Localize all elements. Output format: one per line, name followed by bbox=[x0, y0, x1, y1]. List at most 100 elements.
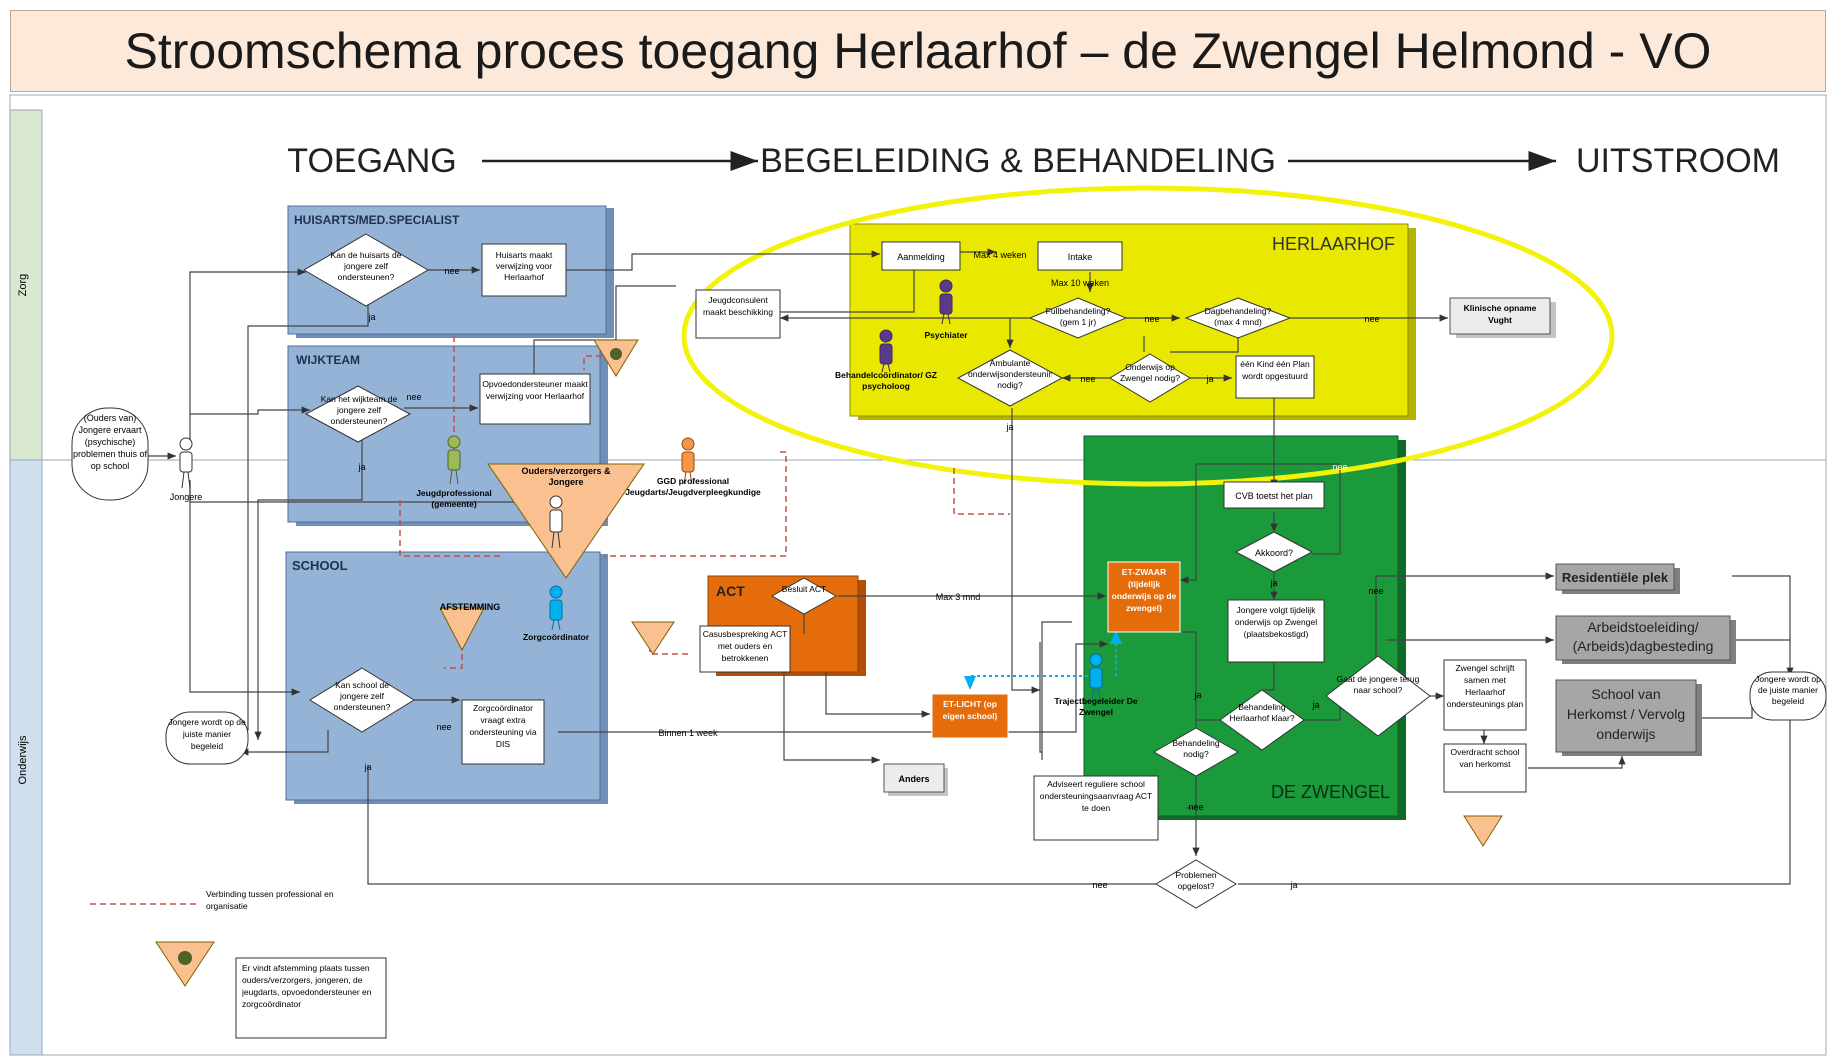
group-huisarts-label: HUISARTS/MED.SPECIALIST bbox=[294, 213, 460, 227]
group-school-label: SCHOOL bbox=[292, 558, 348, 573]
decision-besluit-act bbox=[770, 577, 838, 615]
afstemming-triangle-school bbox=[439, 607, 485, 652]
node-adviseert-label: Adviseert reguliere school ondersteuning… bbox=[1039, 779, 1153, 813]
node-opvoed-label: Opvoedondersteuner maakt verwijzing voor… bbox=[482, 379, 588, 401]
edge-ambulant-ja bbox=[1011, 408, 1040, 694]
edge-overdracht-herkomst bbox=[1528, 756, 1626, 769]
decision-opgelost-label: Problemen opgelost? bbox=[1175, 870, 1217, 891]
edge-label-ja-beh: ja bbox=[1193, 690, 1201, 700]
node-adviseert bbox=[1033, 775, 1159, 841]
psychiater-label: Psychiater bbox=[925, 330, 969, 340]
ouders-triangle bbox=[487, 463, 645, 579]
edge-jongere-wijkteam bbox=[190, 406, 310, 415]
jeugdprof-person-icon bbox=[447, 435, 461, 485]
edge-wijkteam-ja bbox=[254, 440, 363, 740]
node-verwijzing-huisarts bbox=[481, 243, 567, 297]
node-aanmelding-label: Aanmelding bbox=[897, 252, 945, 262]
edge-dag-ja bbox=[1170, 336, 1239, 353]
node-residentieel bbox=[1555, 563, 1675, 591]
edge-jongere-huisarts bbox=[189, 268, 306, 440]
link-wijk-ouders bbox=[399, 500, 500, 557]
edge-label-max4weken: Max 4 weken bbox=[973, 250, 1026, 260]
group-zwengel-label: DE ZWENGEL bbox=[1271, 782, 1390, 802]
node-eind bbox=[1749, 671, 1827, 721]
jeugdprof-label: Jeugdprofessional (gemeente) bbox=[416, 488, 492, 509]
node-klinisch-label: Klinische opname Vught bbox=[1463, 303, 1537, 325]
link-traject-etlicht bbox=[964, 675, 1094, 690]
legend-afstemming-label: Er vindt afstemming plaats tussen ouders… bbox=[242, 963, 372, 1009]
edge-akkoord-nee bbox=[1180, 463, 1341, 584]
node-cvb-label: CVB toetst het plan bbox=[1235, 491, 1313, 501]
link-opvoed-afstem bbox=[583, 355, 602, 370]
decision-huisarts-label: Kan de huisarts de jongere zelf onderste… bbox=[330, 250, 402, 282]
decision-wijkteam-label: Kan het wijkteam de jongere zelf onderst… bbox=[320, 394, 398, 426]
decision-school-label: Kan school de jongere zelf ondersteunen? bbox=[333, 680, 391, 712]
decision-ambulant-label: Ambulante onderwijsondersteuning nodig? bbox=[968, 358, 1052, 390]
edge-terug-nee-residentieel bbox=[1375, 572, 1554, 660]
edge-opgelost-ja bbox=[1238, 696, 1794, 885]
link-ggd-ouders bbox=[604, 451, 787, 557]
behandelcoord-person-icon bbox=[879, 329, 893, 373]
node-school-herkomst bbox=[1555, 679, 1697, 753]
legend-verbinding-label: Verbinding tussen professional en organi… bbox=[206, 889, 334, 911]
node-overdracht-label: Overdracht school van herkomst bbox=[1450, 747, 1520, 769]
node-jongere-begeleid-label: Jongere wordt op de juiste manier begele… bbox=[168, 717, 246, 751]
edge-label-ja-s: ja bbox=[363, 762, 371, 772]
node-zwengel-schrijft bbox=[1443, 659, 1527, 731]
lane-header-zorg bbox=[9, 109, 43, 461]
edge-label-nee-3: nee bbox=[1080, 374, 1095, 384]
start-oval bbox=[71, 407, 149, 501]
decision-gaat-terug bbox=[1325, 655, 1431, 737]
decision-beh-klaar-label: Behandeling Herlaarhof klaar? bbox=[1229, 702, 1295, 723]
legend-afstemming-box bbox=[235, 957, 387, 1039]
afstemming-triangle-icon-2 bbox=[1463, 815, 1503, 847]
node-een-kind bbox=[1235, 355, 1315, 399]
ggd-label: GGD professional Jeugdarts/Jeugdverpleeg… bbox=[625, 476, 761, 497]
behandelcoord-label: Behandelcoördinator/ GZ psycholoog bbox=[834, 370, 937, 391]
node-eind-label: Jongere wordt op de juiste manier begele… bbox=[1755, 674, 1821, 706]
node-residentieel-label: Residentiële plek bbox=[1562, 570, 1669, 585]
link-herlaarhof bbox=[953, 468, 1010, 515]
edge-label-nee-5: nee bbox=[1368, 586, 1383, 596]
node-opvoed bbox=[479, 373, 591, 425]
group-school bbox=[285, 551, 601, 801]
decision-huisarts bbox=[303, 233, 429, 307]
node-et-licht-label: ET-LICHT (op eigen school) bbox=[942, 699, 998, 721]
decision-beh-nodig bbox=[1152, 727, 1240, 777]
decision-akkoord-label: Akkoord? bbox=[1255, 548, 1293, 558]
decision-school bbox=[309, 667, 415, 733]
lane-label-zorg: Zorg bbox=[17, 274, 29, 297]
decision-fullbeh-label: Fullbehandeling? (gem 1 jr) bbox=[1045, 306, 1111, 327]
node-arbeid bbox=[1555, 615, 1731, 661]
afstemming-label: AFSTEMMING bbox=[440, 602, 501, 612]
node-jeugdconsulent bbox=[695, 289, 781, 339]
lane-header-onderwijs bbox=[9, 459, 43, 1056]
node-zwengel-schrijft-label: Zwengel schrijft samen met Herlaarhof on… bbox=[1446, 663, 1524, 709]
node-cvb bbox=[1223, 481, 1325, 509]
edge-jeugdconsulent-aanmelding bbox=[750, 262, 915, 313]
edge-label-binnen1week: Binnen 1 week bbox=[658, 728, 718, 738]
node-een-kind-label: één Kind één Plan wordt opgestuurd bbox=[1240, 359, 1310, 381]
edge-verwijzing-aanmelding bbox=[566, 250, 880, 271]
node-aanmelding bbox=[881, 241, 961, 271]
jongere-label: Jongere bbox=[170, 492, 203, 502]
node-jeugdconsulent-label: Jeugdconsulent maakt beschikking bbox=[703, 295, 773, 317]
edge-label-ja-h: ja bbox=[367, 312, 375, 322]
trajectbeg-label: Trajectbegeleider De Zwengel bbox=[1054, 696, 1138, 717]
edge-etzwaar-advies bbox=[1041, 621, 1072, 760]
phase-begeleiding: BEGELEIDING & BEHANDELING bbox=[760, 142, 1276, 180]
edge-jongere-school bbox=[189, 480, 300, 696]
edge-opgelost-nee bbox=[367, 766, 1156, 885]
edge-label-ja-akk: ja bbox=[1269, 578, 1277, 588]
edge-label-nee-h: nee bbox=[444, 266, 459, 276]
node-et-licht bbox=[931, 693, 1009, 739]
node-zorgcoord-vraagt bbox=[461, 699, 545, 765]
decision-opgelost bbox=[1155, 859, 1237, 909]
decision-besluit-act-label: Besluit ACT bbox=[781, 584, 827, 594]
afstemming-group-icon bbox=[610, 348, 622, 360]
node-zorgcoord-vraagt-label: Zorgcoördinator vraagt extra ondersteuni… bbox=[469, 703, 537, 749]
highlight-ellipse bbox=[681, 185, 1615, 487]
edge-label-ja-amb: ja bbox=[1005, 422, 1013, 432]
group-wijkteam-label: WIJKTEAM bbox=[296, 353, 360, 367]
node-intake bbox=[1037, 241, 1123, 271]
